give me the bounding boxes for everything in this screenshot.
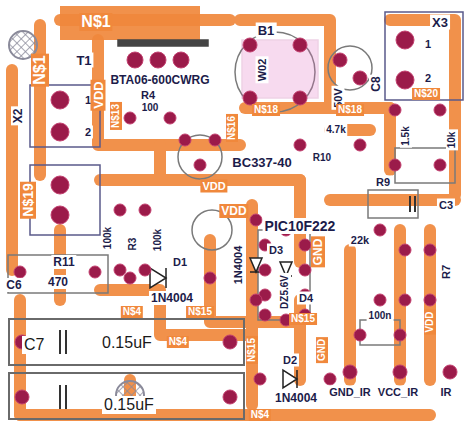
- pcb-label: N$1: [79, 13, 112, 31]
- solder-pad: [14, 31, 457, 404]
- pcb-label: D3: [267, 244, 285, 257]
- pcb-label: 4.7k: [324, 124, 347, 136]
- pcb-label: W02: [256, 57, 269, 84]
- pcb-label: 1N4004: [232, 244, 245, 287]
- pcb-label: 1.5k: [400, 124, 412, 147]
- pcb-label: BTA06-600CWRG: [108, 73, 211, 87]
- pcb-label: N$4: [121, 306, 143, 318]
- pcb-label: B1: [256, 23, 277, 38]
- capacitor-symbol: [60, 196, 415, 409]
- pcb-label: GND: [316, 337, 328, 363]
- capacitor-text: C7: [22, 336, 46, 354]
- pcb-label: C6: [4, 278, 23, 292]
- pcb-label: IR: [439, 386, 454, 399]
- pcb-label: DZ5.6V: [279, 273, 291, 311]
- capacitor-box: C7 0.15uF: [8, 318, 245, 366]
- pcb-label: 1N4004: [149, 291, 195, 305]
- pcb-label: N$4: [249, 409, 271, 421]
- pcb-label: 100: [140, 102, 161, 114]
- pcb-label: 100k: [102, 225, 114, 251]
- pcb-label: N$18: [336, 104, 364, 116]
- capacitor-box: 0.15uF: [8, 372, 245, 420]
- pcb-label: 22k: [349, 234, 371, 247]
- pcb-label: PIC10F222: [263, 218, 338, 234]
- pcb-label: 100k: [152, 227, 164, 253]
- copper-trace: [12, 20, 455, 415]
- pcb-label: VDD: [424, 309, 436, 334]
- pcb-label: GND_IR: [327, 386, 373, 399]
- pcb-label: 1N4004: [273, 391, 319, 405]
- pcb-label: N$16: [226, 114, 238, 142]
- pcb-label: N$1: [31, 53, 49, 86]
- pcb-label: VDD: [219, 204, 248, 218]
- pcb-label: R3: [127, 236, 139, 253]
- pcb-label: R4: [139, 89, 157, 102]
- pcb-label: D1: [171, 256, 189, 269]
- pcb-label: R7: [440, 263, 453, 281]
- component-outline: [8, 12, 463, 345]
- pcb-label: N$15: [186, 306, 214, 318]
- capacitor-text: 0.15uF: [100, 334, 154, 352]
- pcb-label: 2: [423, 72, 433, 85]
- pcb-label: VCC_IR: [376, 386, 420, 399]
- pcb-label: N$15: [289, 313, 317, 325]
- pcb-label: N$13: [110, 102, 122, 130]
- pcb-label: VDD: [200, 180, 227, 193]
- pcb-label: R9: [374, 176, 392, 189]
- pcb-label: 100n: [367, 310, 394, 322]
- pcb-label: N$20: [412, 88, 440, 100]
- pcb-label: T1: [74, 53, 93, 68]
- pcb-label: N$4: [167, 336, 189, 348]
- pcb-label: 470: [46, 275, 70, 289]
- pcb-label: D4: [297, 292, 315, 305]
- pcb-label: R10: [311, 152, 333, 164]
- pcb-label: VDD: [91, 79, 106, 110]
- pcb-label: 2: [83, 126, 93, 139]
- pcb-label: GND: [311, 237, 325, 268]
- pcb-label: 10k: [446, 130, 458, 151]
- pcb-label: R11: [51, 255, 76, 269]
- pcb-label: X2: [11, 107, 25, 126]
- pcb-label: 1: [423, 38, 433, 51]
- pcb-label: C8: [369, 74, 383, 93]
- diode-symbol: [150, 258, 297, 388]
- pcb-label: N$18: [252, 104, 280, 116]
- pcb-label: N$19: [20, 181, 36, 218]
- pcb-label: BC337-40: [230, 155, 293, 170]
- pcb-label: N$15: [246, 336, 258, 364]
- pcb-label: X3: [430, 15, 450, 30]
- pcb-label: C3: [437, 199, 455, 212]
- pcb-label: D2: [281, 354, 299, 367]
- capacitor-text: 0.15uF: [102, 396, 156, 414]
